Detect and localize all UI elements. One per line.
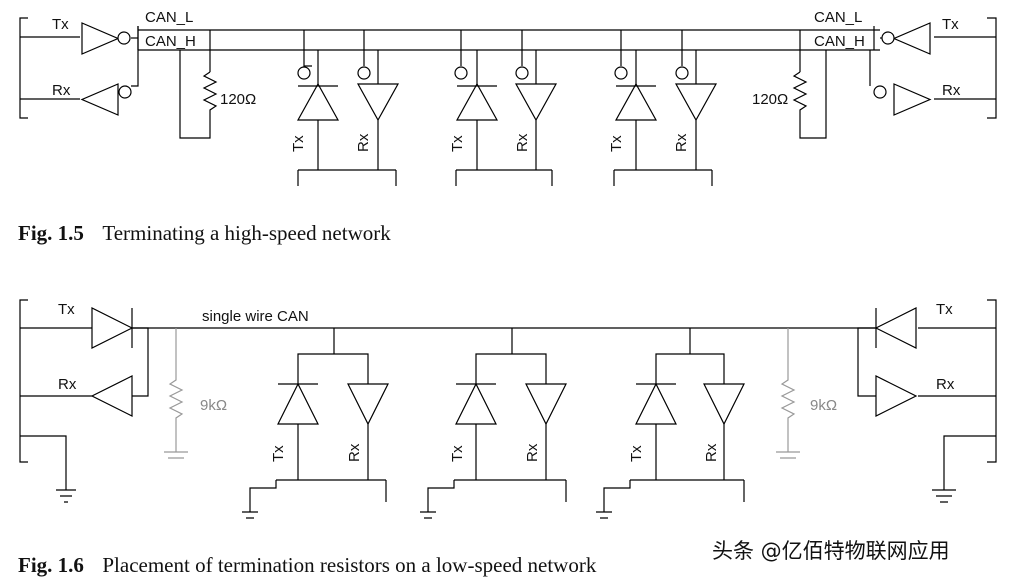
fig16-node-3: Tx Rx	[596, 328, 745, 519]
fig15-right-rx-label: Rx	[942, 82, 961, 99]
fig16-node-2-ground	[420, 511, 436, 519]
fig16-left-bracket	[19, 299, 28, 463]
fig15-can-h-left: CAN_H	[145, 33, 196, 50]
fig15-caption: Fig. 1.5 Terminating a high-speed networ…	[18, 221, 391, 245]
fig16-left-node-ground	[56, 489, 76, 503]
fig15-node-3: Tx Rx	[608, 30, 718, 186]
fig16-node-2: Tx Rx	[420, 328, 567, 519]
right-120-resistor	[792, 71, 808, 118]
fig15-can-l-left: CAN_L	[145, 9, 193, 26]
fig15-node-2: Tx Rx	[449, 30, 558, 186]
svg-text:Tx: Tx	[270, 445, 287, 462]
left-rx-receiver	[80, 83, 119, 116]
svg-text:Rx: Rx	[346, 443, 363, 462]
fig16-left-rx-label: Rx	[58, 376, 77, 393]
svg-text:Tx: Tx	[628, 445, 645, 462]
figure-1-6: Tx Rx single wire CAN 9kΩ Tx Rx 9kΩ	[18, 299, 997, 577]
fig16-caption: Fig. 1.6 Placement of termination resist…	[18, 553, 597, 577]
fig16-right-rx-label: Rx	[936, 376, 955, 393]
fig16-node-1-ground	[242, 511, 258, 519]
fig16-left-res-label: 9kΩ	[200, 397, 227, 414]
fig16-right-rx-receiver	[875, 375, 918, 417]
fig15-left-res-label: 120Ω	[220, 91, 256, 108]
fig16-right-bracket	[987, 299, 997, 463]
fig15-right-tx-label: Tx	[942, 16, 959, 33]
left-tx-driver	[81, 22, 120, 55]
left-120-resistor	[202, 71, 218, 118]
fig16-right-node-ground	[932, 489, 956, 503]
fig16-node-3-ground	[596, 511, 612, 519]
figure-1-5: Tx Rx CAN_L CAN_H CAN_L CAN_H 120Ω Tx Rx	[18, 9, 997, 245]
fig16-left-tx-label: Tx	[58, 301, 75, 318]
right-node-bracket	[987, 17, 997, 119]
fig16-right-tx-label: Tx	[936, 301, 953, 318]
left-node-bracket	[19, 17, 28, 119]
fig16-right-res-label: 9kΩ	[810, 397, 837, 414]
fig16-left-rx-receiver	[90, 375, 133, 417]
right-rx-bubble	[873, 85, 887, 99]
fig16-left-tx-driver	[91, 307, 134, 349]
right-tx-bubble	[881, 31, 895, 45]
fig15-right-res-label: 120Ω	[752, 91, 788, 108]
fig15-node-1: Tx Rx	[290, 30, 400, 186]
fig15-can-h-right: CAN_H	[814, 33, 865, 50]
svg-text:Tx: Tx	[449, 445, 466, 462]
svg-text:Rx: Rx	[514, 133, 531, 152]
fig15-left-rx-label: Rx	[52, 82, 71, 99]
svg-text:Rx: Rx	[673, 133, 690, 152]
watermark: 头条 @亿佰特物联网应用	[712, 539, 950, 563]
svg-text:Rx: Rx	[355, 133, 372, 152]
svg-text:Tx: Tx	[290, 135, 307, 152]
svg-text:Tx: Tx	[608, 135, 625, 152]
fig16-left-9k-resistor	[168, 328, 184, 452]
svg-text:Rx: Rx	[524, 443, 541, 462]
fig16-bus-label: single wire CAN	[202, 308, 309, 325]
fig15-can-l-right: CAN_L	[814, 9, 862, 26]
svg-text:Tx: Tx	[449, 135, 466, 152]
fig16-node-1: Tx Rx	[242, 328, 389, 519]
fig16-right-tx-driver	[874, 307, 917, 349]
svg-text:Rx: Rx	[703, 443, 720, 462]
right-rx-receiver	[893, 83, 932, 116]
fig15-left-tx-label: Tx	[52, 16, 69, 33]
left-rx-bubble	[118, 85, 132, 99]
left-tx-bubble	[117, 31, 131, 45]
right-tx-driver	[892, 22, 931, 55]
fig16-right-9k-resistor	[780, 328, 796, 452]
